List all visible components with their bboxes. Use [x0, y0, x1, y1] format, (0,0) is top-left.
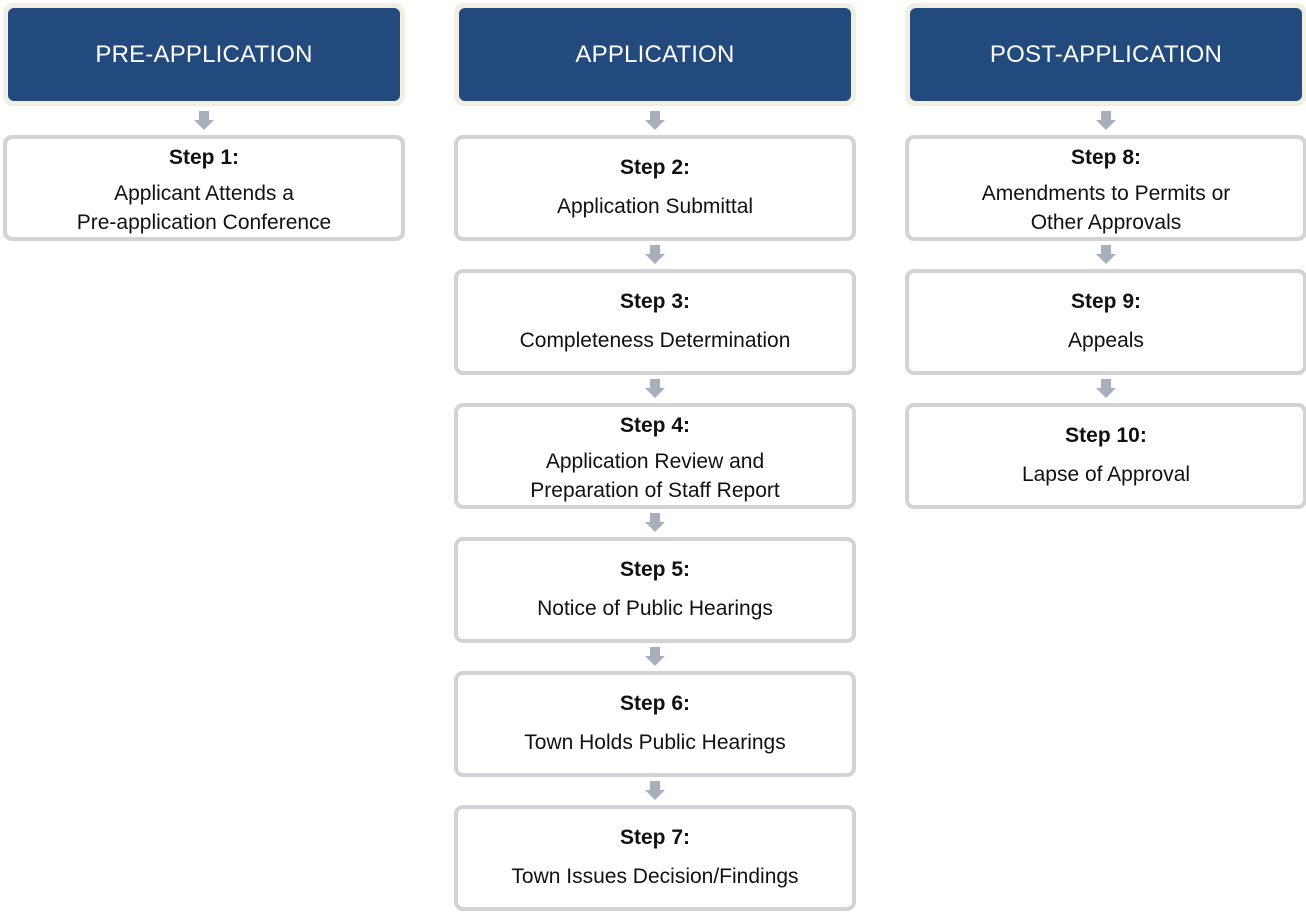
- step-description-line: Application Review and: [545, 450, 765, 473]
- step-box-7: Step 7: Town Issues Decision/Findings: [454, 805, 856, 911]
- down-arrow-icon: [645, 647, 665, 666]
- step-description-line: Other Approvals: [1030, 211, 1182, 234]
- step-box-6: Step 6: Town Holds Public Hearings: [454, 671, 856, 777]
- step-description-6: Town Holds Public Hearings: [524, 731, 786, 754]
- step-description-line: Pre-application Conference: [76, 211, 332, 234]
- step-number-8: Step 8:: [1070, 146, 1141, 169]
- down-arrow-icon: [1096, 111, 1116, 130]
- step-number-9: Step 9:: [1070, 290, 1141, 313]
- step-number-5: Step 5:: [619, 558, 690, 581]
- step-box-10: Step 10: Lapse of Approval: [905, 403, 1306, 509]
- phase-title-post-application: POST-APPLICATION: [910, 8, 1302, 101]
- phase-header-application: APPLICATION: [454, 3, 856, 106]
- step-number-4: Step 4:: [619, 414, 690, 437]
- down-arrow-icon: [645, 513, 665, 532]
- step-box-3: Step 3: Completeness Determination: [454, 269, 856, 375]
- step-number-3: Step 3:: [619, 290, 690, 313]
- step-description-2: Application Submittal: [556, 195, 754, 218]
- phase-title-application: APPLICATION: [459, 8, 851, 101]
- step-description-line: Amendments to Permits or: [981, 182, 1231, 205]
- phase-header-pre-application: PRE-APPLICATION: [3, 3, 405, 106]
- step-description-8: Amendments to Permits or Other Approvals: [982, 179, 1231, 237]
- step-description-line: Preparation of Staff Report: [530, 479, 780, 502]
- step-box-4: Step 4: Application Review and Preparati…: [454, 403, 856, 509]
- step-number-1: Step 1:: [168, 146, 239, 169]
- down-arrow-icon: [645, 111, 665, 130]
- step-box-5: Step 5: Notice of Public Hearings: [454, 537, 856, 643]
- step-number-7: Step 7:: [619, 826, 690, 849]
- down-arrow-icon: [645, 245, 665, 264]
- down-arrow-icon: [1096, 379, 1116, 398]
- step-box-2: Step 2: Application Submittal: [454, 135, 856, 241]
- step-description-line: Applicant Attends a: [114, 182, 294, 205]
- step-description-1: Applicant Attends a Pre-application Conf…: [77, 179, 331, 237]
- phase-title-pre-application: PRE-APPLICATION: [8, 8, 400, 101]
- down-arrow-icon: [645, 379, 665, 398]
- step-description-7: Town Issues Decision/Findings: [511, 865, 799, 888]
- phase-header-post-application: POST-APPLICATION: [905, 3, 1306, 106]
- step-description-4: Application Review and Preparation of St…: [530, 447, 779, 505]
- down-arrow-icon: [1096, 245, 1116, 264]
- step-description-9: Appeals: [1068, 329, 1144, 352]
- step-description-5: Notice of Public Hearings: [537, 597, 773, 620]
- down-arrow-icon: [645, 781, 665, 800]
- down-arrow-icon: [194, 111, 214, 130]
- step-number-2: Step 2:: [619, 156, 690, 179]
- step-description-10: Lapse of Approval: [1021, 463, 1191, 486]
- step-number-6: Step 6:: [619, 692, 690, 715]
- step-box-1: Step 1: Applicant Attends a Pre-applicat…: [3, 135, 405, 241]
- step-number-10: Step 10:: [1065, 424, 1147, 447]
- step-box-9: Step 9: Appeals: [905, 269, 1306, 375]
- step-box-8: Step 8: Amendments to Permits or Other A…: [905, 135, 1306, 241]
- step-description-3: Completeness Determination: [519, 329, 791, 352]
